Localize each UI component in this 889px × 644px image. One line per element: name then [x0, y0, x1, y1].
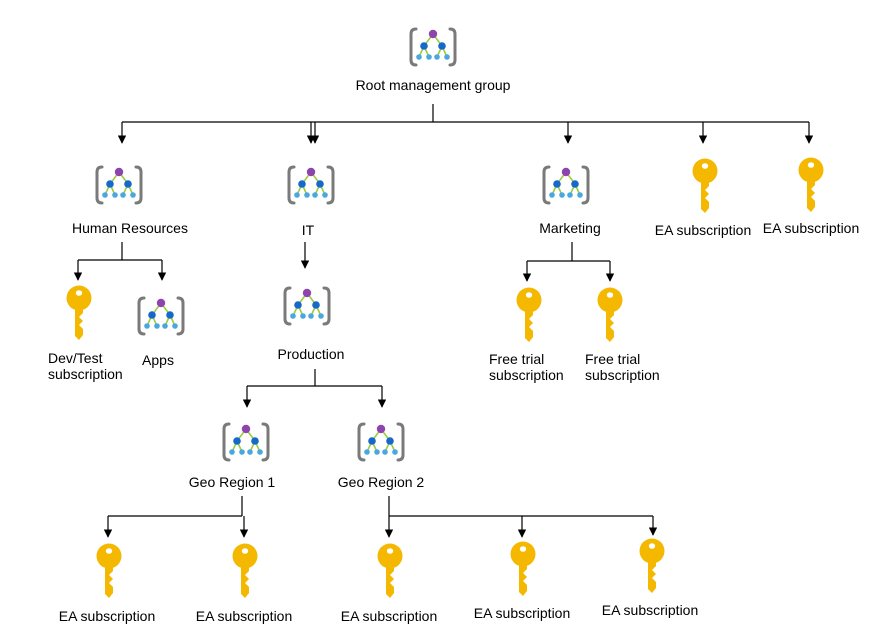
root-management-group-label: Root management group	[355, 77, 511, 93]
ea-subscription-label: EA subscription	[762, 220, 860, 236]
management-group-icon	[357, 422, 405, 462]
key-icon	[96, 543, 122, 598]
geo-region-1-label: Geo Region 1	[188, 474, 276, 490]
management-group-icon	[283, 286, 331, 326]
key-icon	[66, 285, 92, 340]
management-group-icon	[222, 422, 270, 462]
it-label: IT	[301, 222, 315, 238]
dev-test-subscription-label-line1: Dev/Test	[48, 350, 103, 366]
key-icon	[798, 157, 824, 212]
production-label: Production	[277, 346, 345, 362]
dev-test-subscription-label-line2: subscription	[48, 366, 123, 382]
geo-region-2-label: Geo Region 2	[337, 474, 425, 490]
free-trial-subscription-label-line2: subscription	[585, 367, 660, 383]
ea-subscription-label: EA subscription	[58, 608, 156, 624]
free-trial-subscription-label-line1: Free trial	[489, 351, 545, 367]
connector-geo1-bus	[108, 496, 243, 517]
free-trial-subscription-label-line1: Free trial	[585, 351, 641, 367]
connector-marketing-bus	[527, 242, 610, 262]
ea-subscription-label: EA subscription	[654, 222, 752, 238]
connector-root-bus	[122, 104, 809, 123]
ea-subscription-label: EA subscription	[195, 608, 293, 624]
ea-subscription-label: EA subscription	[340, 608, 438, 624]
key-icon	[377, 543, 403, 598]
management-group-icon	[137, 296, 185, 336]
connector-geo2-bus	[388, 496, 653, 517]
connector-production-bus	[247, 369, 382, 387]
human-resources-label: Human Resources	[72, 220, 188, 236]
free-trial-subscription-label-line2: subscription	[489, 367, 564, 383]
connector-hr-bus	[78, 242, 162, 261]
ea-subscription-label: EA subscription	[473, 605, 571, 621]
key-icon	[597, 287, 623, 342]
apps-label: Apps	[142, 352, 174, 368]
management-group-icon	[542, 165, 590, 205]
marketing-label: Marketing	[539, 220, 601, 236]
ea-subscription-label: EA subscription	[601, 602, 699, 618]
management-group-icon	[287, 165, 335, 205]
management-group-icon	[409, 27, 457, 67]
key-icon	[692, 158, 718, 213]
management-group-icon	[95, 165, 143, 205]
key-icon	[232, 543, 258, 598]
key-icon	[516, 287, 542, 342]
key-icon	[639, 538, 665, 593]
key-icon	[510, 541, 536, 596]
